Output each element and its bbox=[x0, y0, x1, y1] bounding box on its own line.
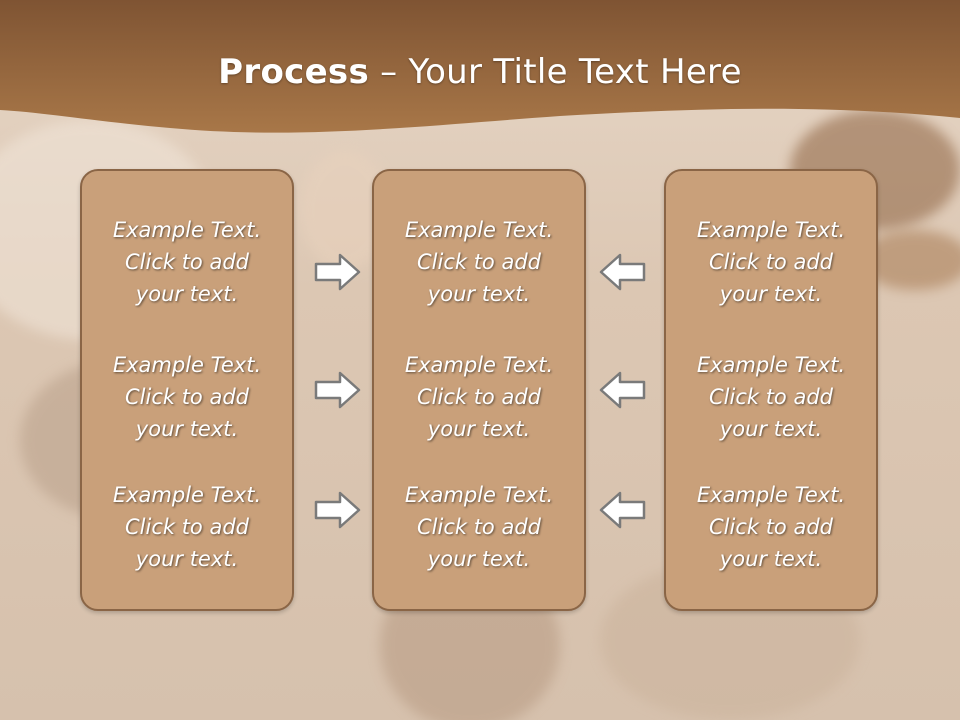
process-box-right[interactable]: Example Text. Click to add your text. Ex… bbox=[664, 169, 878, 611]
slide-title[interactable]: Process – Your Title Text Here bbox=[0, 52, 960, 92]
right-arrow-icon bbox=[314, 371, 361, 409]
box-text[interactable]: Example Text. Click to add your text. bbox=[696, 218, 846, 306]
box-text[interactable]: Example Text. Click to add your text. bbox=[404, 218, 554, 306]
process-box-center[interactable]: Example Text. Click to add your text. Ex… bbox=[372, 169, 586, 611]
box-text[interactable]: Example Text. Click to add your text. bbox=[112, 218, 262, 306]
box-text[interactable]: Example Text. Click to add your text. bbox=[112, 353, 262, 441]
box-text[interactable]: Example Text. Click to add your text. bbox=[404, 353, 554, 441]
box-text[interactable]: Example Text. Click to add your text. bbox=[112, 483, 262, 571]
box-text[interactable]: Example Text. Click to add your text. bbox=[696, 353, 846, 441]
right-arrow-icon bbox=[314, 253, 361, 291]
title-banner: Process – Your Title Text Here bbox=[0, 0, 960, 140]
left-arrow-icon bbox=[599, 253, 646, 291]
right-arrow-icon bbox=[314, 491, 361, 529]
box-text[interactable]: Example Text. Click to add your text. bbox=[696, 483, 846, 571]
process-box-left[interactable]: Example Text. Click to add your text. Ex… bbox=[80, 169, 294, 611]
title-bold: Process bbox=[218, 52, 370, 92]
left-arrow-icon bbox=[599, 491, 646, 529]
left-arrow-icon bbox=[599, 371, 646, 409]
box-text[interactable]: Example Text. Click to add your text. bbox=[404, 483, 554, 571]
title-rest: – Your Title Text Here bbox=[369, 52, 742, 92]
